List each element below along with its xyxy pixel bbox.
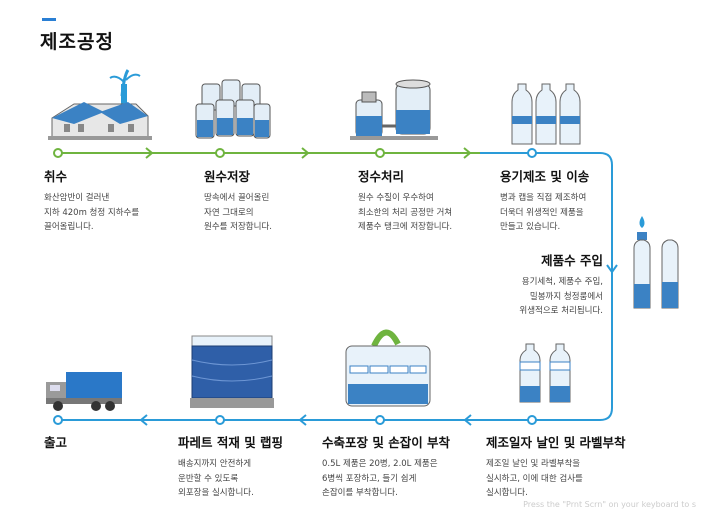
step-6-labeling: 제조일자 날인 및 라벨부착 제조일 날인 및 라벨부착을 실시하고, 이에 대… bbox=[486, 432, 626, 501]
step-description: 병과 캡을 직접 제조하여 더욱더 위생적인 제품을 만들고 있습니다. bbox=[500, 193, 587, 232]
step-9-shipping: 출고 bbox=[44, 432, 67, 451]
step-title: 출고 bbox=[44, 435, 68, 450]
step-description: 0.5L 제품은 20병, 2.0L 제품은 6병씩 포장하고, 들기 쉽게 손… bbox=[322, 459, 438, 498]
pallet-wrap-illustration bbox=[190, 335, 274, 408]
water-intake-illustration bbox=[48, 69, 152, 140]
bottles-illustration bbox=[511, 83, 581, 145]
step-title: 용기제조 및 이송 bbox=[500, 169, 590, 184]
step-4-container: 용기제조 및 이송 병과 캡을 직접 제조하여 더욱더 위생적인 제품을 만들고… bbox=[500, 166, 589, 235]
step-title: 수축포장 및 손잡이 부착 bbox=[322, 435, 451, 450]
step-1-intake: 취수 화산암반이 걸러낸 지하 420m 청정 지하수를 끌어올립니다. bbox=[44, 166, 139, 235]
storage-tanks-illustration bbox=[195, 79, 271, 139]
filling-illustration bbox=[633, 216, 679, 309]
step-title: 파레트 적재 및 랩핑 bbox=[178, 435, 284, 450]
step-description: 용기세척, 제품수 주입, 밀봉까지 청정룸에서 위생적으로 처리됩니다. bbox=[519, 277, 603, 316]
title-accent-bar bbox=[42, 18, 56, 21]
step-title: 정수처리 bbox=[358, 169, 405, 184]
step-title: 제품수 주입 bbox=[541, 253, 603, 268]
page-title: 제조공정 bbox=[40, 31, 114, 53]
step-title: 취수 bbox=[44, 169, 68, 184]
purification-illustration bbox=[350, 79, 438, 140]
step-description: 화산암반이 걸러낸 지하 420m 청정 지하수를 끌어올립니다. bbox=[44, 193, 140, 232]
step-description: 제조일 날인 및 라벨부착을 실시하고, 이에 대한 검사를 실시합니다. bbox=[486, 459, 583, 498]
step-title: 제조일자 날인 및 라벨부착 bbox=[486, 435, 626, 450]
step-description: 배송지까지 안전하게 운반할 수 있도록 외포장을 실시합니다. bbox=[178, 459, 254, 498]
truck-illustration bbox=[46, 372, 122, 411]
step-title: 원수저장 bbox=[204, 169, 251, 184]
step-2-storage: 원수저장 땅속에서 끌어올린 자연 그대로의 원수를 저장합니다. bbox=[204, 166, 272, 235]
step-3-purification: 정수처리 원수 수질이 우수하여 최소한의 처리 공정만 거쳐 제품수 탱크에 … bbox=[358, 166, 452, 235]
shrink-pack-illustration bbox=[345, 329, 431, 407]
step-8-pallet: 파레트 적재 및 랩핑 배송지까지 안전하게 운반할 수 있도록 외포장을 실시… bbox=[178, 432, 283, 501]
watermark-text: Press the "Prnt Scrn" on your keyboard t… bbox=[523, 500, 696, 509]
step-5-filling: 제품수 주입 용기세척, 제품수 주입, 밀봉까지 청정룸에서 위생적으로 처리… bbox=[519, 250, 603, 319]
step-7-shrink-pack: 수축포장 및 손잡이 부착 0.5L 제품은 20병, 2.0L 제품은 6병씩… bbox=[322, 432, 450, 501]
step-description: 땅속에서 끌어올린 자연 그대로의 원수를 저장합니다. bbox=[204, 193, 272, 232]
labeled-bottles-illustration bbox=[519, 343, 571, 403]
step-description: 원수 수질이 우수하여 최소한의 처리 공정만 거쳐 제품수 탱크에 저장합니다… bbox=[358, 193, 453, 232]
